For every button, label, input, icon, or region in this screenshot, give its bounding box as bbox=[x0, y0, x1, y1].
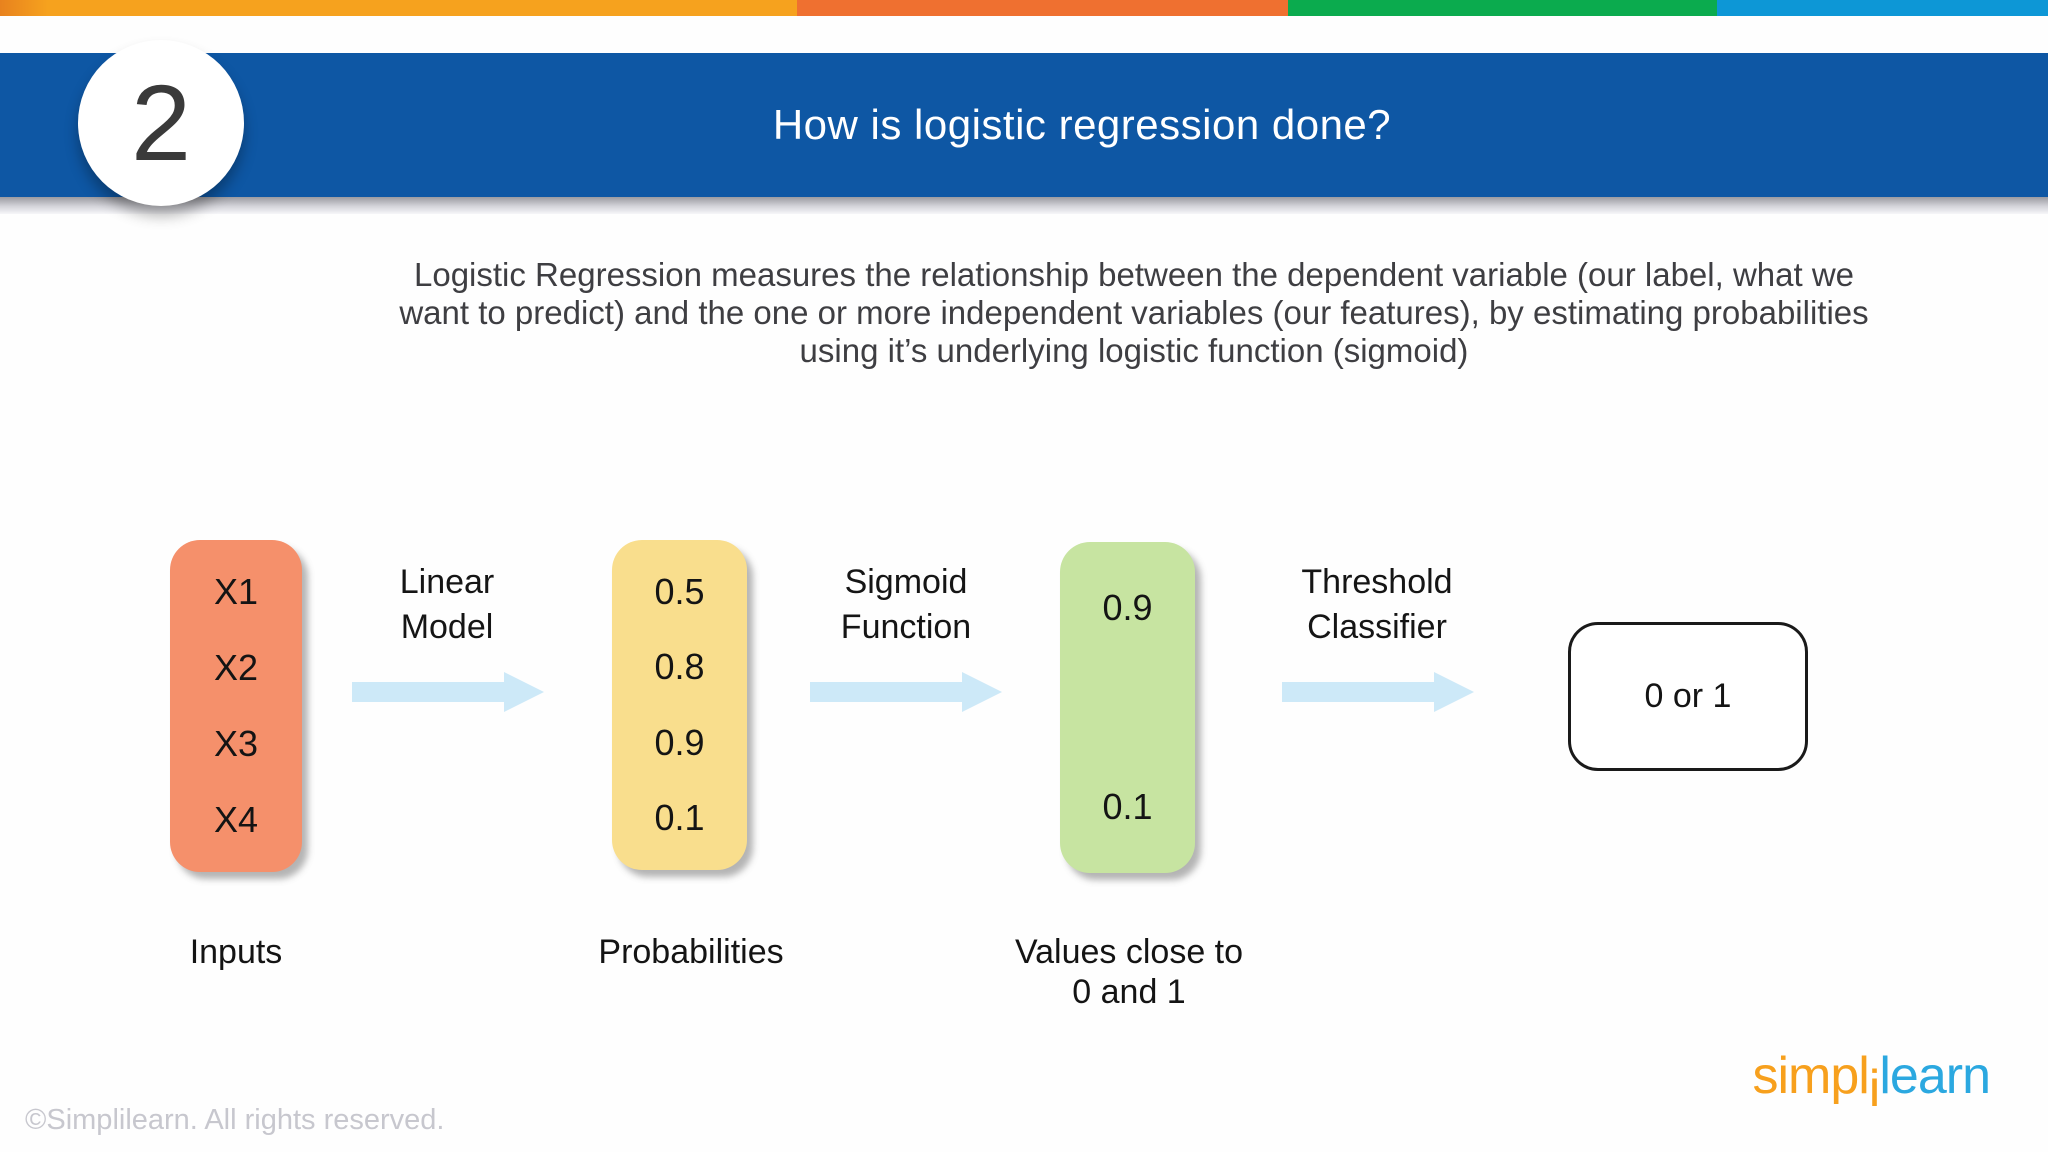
inputs-caption: Inputs bbox=[189, 933, 283, 971]
description-line: using it’s underlying logistic function … bbox=[799, 332, 1469, 369]
threshold-line1: Threshold bbox=[1301, 563, 1453, 601]
linear-model-line1: Linear bbox=[399, 563, 495, 601]
arrow-head bbox=[504, 672, 544, 712]
input-x2: X2 bbox=[213, 647, 259, 688]
input-x1: X1 bbox=[213, 571, 259, 612]
output-label: 0 or 1 bbox=[1644, 677, 1732, 715]
linear-model-line2: Model bbox=[400, 608, 494, 646]
simplilearn-logo: simplilearn bbox=[1752, 1046, 1991, 1118]
arrow-body bbox=[1282, 682, 1434, 702]
values-caption-line2: 0 and 1 bbox=[1072, 973, 1186, 1011]
prob-3: 0.9 bbox=[654, 721, 705, 763]
input-x4: X4 bbox=[213, 799, 259, 840]
arrow-right-icon bbox=[352, 672, 544, 712]
values-box: 0.9 0.1 bbox=[1060, 542, 1195, 873]
arrow-head bbox=[962, 672, 1002, 712]
arrow-body bbox=[352, 682, 504, 702]
input-x3: X3 bbox=[213, 723, 259, 764]
prob-1: 0.5 bbox=[654, 571, 705, 612]
logo-part-learn: learn bbox=[1879, 1047, 1991, 1105]
description-line: Logistic Regression measures the relatio… bbox=[413, 256, 1855, 293]
page-title: How is logistic regression done? bbox=[772, 101, 1392, 148]
title-banner: How is logistic regression done? bbox=[0, 53, 2048, 197]
threshold-line2: Classifier bbox=[1307, 608, 1447, 646]
top-color-strip bbox=[0, 0, 2048, 16]
sigmoid-line1: Sigmoid bbox=[844, 563, 968, 601]
copyright-text: ©Simplilearn. All rights reserved. bbox=[25, 1104, 445, 1136]
arrow-right-icon bbox=[810, 672, 1002, 712]
banner-shadow bbox=[0, 197, 2048, 214]
strip-segment-green bbox=[1288, 0, 1717, 16]
prob-4: 0.1 bbox=[654, 796, 705, 838]
sigmoid-function-label: Sigmoid Function bbox=[746, 560, 1066, 650]
logo-part-i: i bbox=[1868, 1060, 1881, 1118]
arrow-body bbox=[810, 682, 962, 702]
strip-segment-blue bbox=[1717, 0, 2048, 16]
sigmoid-line2: Function bbox=[840, 608, 972, 646]
logo-part-simpl: simpl bbox=[1752, 1047, 1869, 1105]
probabilities-box: 0.5 0.8 0.9 0.1 bbox=[612, 540, 747, 870]
probabilities-caption: Probabilities bbox=[598, 933, 784, 971]
slide-number: 2 bbox=[130, 62, 192, 183]
values-caption: Values close to 0 and 1 bbox=[959, 932, 1299, 1012]
value-high: 0.9 bbox=[1102, 587, 1153, 628]
strip-segment-amber bbox=[0, 0, 797, 16]
description-line: want to predict) and the one or more ind… bbox=[399, 294, 1869, 331]
threshold-classifier-label: Threshold Classifier bbox=[1217, 560, 1537, 650]
linear-model-label: Linear Model bbox=[287, 560, 607, 650]
arrow-right-icon bbox=[1282, 672, 1474, 712]
inputs-box: X1 X2 X3 X4 bbox=[170, 540, 302, 872]
prob-2: 0.8 bbox=[654, 646, 705, 688]
slide-number-badge: 2 bbox=[78, 40, 244, 206]
strip-segment-orange bbox=[797, 0, 1288, 16]
output-box: 0 or 1 bbox=[1568, 622, 1808, 771]
arrow-head bbox=[1434, 672, 1474, 712]
value-low: 0.1 bbox=[1102, 786, 1153, 827]
values-caption-line1: Values close to bbox=[1014, 933, 1244, 971]
description-paragraph: Logistic Regression measures the relatio… bbox=[0, 256, 2048, 370]
